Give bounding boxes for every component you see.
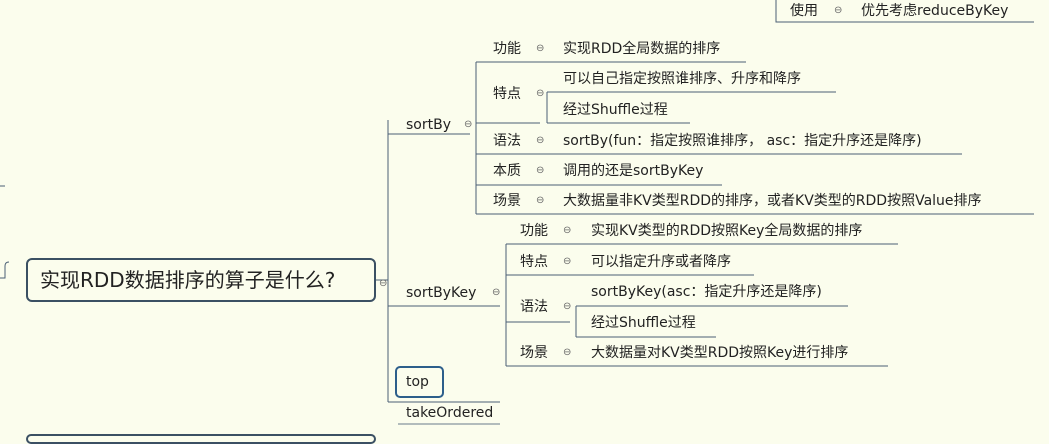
root-topic[interactable]: 实现RDD数据排序的算子是什么? bbox=[26, 258, 376, 302]
sortBy-feat-key[interactable]: 特点 bbox=[493, 86, 521, 102]
branch-sortByKey[interactable]: sortByKey bbox=[406, 285, 477, 301]
collapse-icon[interactable]: ⊖ bbox=[536, 165, 545, 176]
sortByKey-syntax-val1[interactable]: sortByKey(asc：指定升序还是降序) bbox=[591, 284, 822, 300]
sortByKey-feat-key[interactable]: 特点 bbox=[520, 254, 548, 270]
sortBy-func-key[interactable]: 功能 bbox=[493, 41, 521, 57]
prev-key: 使用 bbox=[790, 3, 818, 19]
root-label: 实现RDD数据排序的算子是什么? bbox=[40, 268, 336, 292]
collapse-icon[interactable]: ⊖ bbox=[563, 225, 572, 236]
sortBy-syntax-key[interactable]: 语法 bbox=[493, 133, 521, 149]
sortBy-feat-val1[interactable]: 可以自己指定按照谁排序、升序和降序 bbox=[563, 71, 801, 87]
sortByKey-scene-key[interactable]: 场景 bbox=[520, 345, 548, 361]
collapse-icon[interactable]: ⊖ bbox=[834, 5, 843, 16]
prev-value: 优先考虑reduceByKey bbox=[861, 3, 1009, 19]
branch-sortBy[interactable]: sortBy bbox=[406, 117, 451, 133]
sortBy-scene-key[interactable]: 场景 bbox=[493, 193, 521, 209]
collapse-icon[interactable]: ⊖ bbox=[563, 256, 572, 267]
sortBy-syntax-val[interactable]: sortBy(fun：指定按照谁排序， asc：指定升序还是降序) bbox=[563, 133, 922, 149]
branch-takeOrdered[interactable]: takeOrdered bbox=[406, 405, 494, 421]
sortByKey-scene-val[interactable]: 大数据量对KV类型RDD按照Key进行排序 bbox=[591, 345, 849, 361]
sortBy-scene-val[interactable]: 大数据量非KV类型RDD的排序，或者KV类型的RDD按照Value排序 bbox=[563, 193, 982, 209]
sortByKey-syntax-val2[interactable]: 经过Shuffle过程 bbox=[591, 315, 696, 331]
collapse-icon[interactable]: ⊖ bbox=[464, 119, 473, 130]
collapse-icon[interactable]: ⊖ bbox=[536, 43, 545, 54]
collapse-icon[interactable]: ⊖ bbox=[563, 347, 572, 358]
collapse-icon[interactable]: ⊖ bbox=[536, 195, 545, 206]
collapse-icon[interactable]: ⊖ bbox=[536, 135, 545, 146]
sortByKey-syntax-key[interactable]: 语法 bbox=[520, 299, 548, 315]
branch-top[interactable]: top bbox=[395, 366, 444, 398]
collapse-icon[interactable]: ⊖ bbox=[536, 88, 545, 99]
sortBy-func-val[interactable]: 实现RDD全局数据的排序 bbox=[563, 41, 721, 57]
sortBy-essence-key[interactable]: 本质 bbox=[493, 163, 521, 179]
branch-top-label: top bbox=[406, 374, 429, 390]
sortBy-essence-val[interactable]: 调用的还是sortByKey bbox=[563, 163, 704, 179]
sortByKey-feat-val[interactable]: 可以指定升序或者降序 bbox=[591, 254, 731, 270]
sortByKey-func-val[interactable]: 实现KV类型的RDD按照Key全局数据的排序 bbox=[591, 223, 863, 239]
next-root-topic[interactable] bbox=[26, 434, 376, 444]
sortByKey-func-key[interactable]: 功能 bbox=[520, 223, 548, 239]
collapse-icon[interactable]: ⊖ bbox=[563, 301, 572, 312]
collapse-icon[interactable]: ⊖ bbox=[379, 278, 388, 289]
sortBy-feat-val2[interactable]: 经过Shuffle过程 bbox=[563, 102, 668, 118]
collapse-icon[interactable]: ⊖ bbox=[492, 287, 501, 298]
